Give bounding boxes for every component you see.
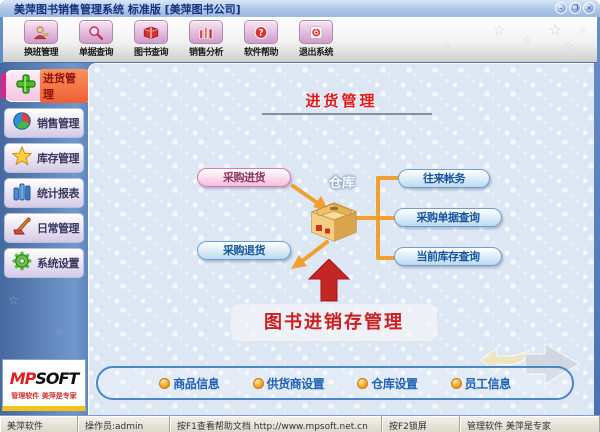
book-icon bbox=[134, 20, 168, 44]
star-decoration: ☆ bbox=[578, 25, 587, 36]
minimize-button[interactable]: – bbox=[555, 2, 567, 14]
title-underline bbox=[262, 113, 432, 115]
sidebar-item-statistics-reports[interactable]: 统计报表 bbox=[4, 178, 84, 208]
status-lock-hint: 按F2锁屏 bbox=[382, 416, 460, 432]
orange-ball-icon bbox=[357, 377, 369, 389]
orange-ball-icon bbox=[252, 377, 264, 389]
orange-ball-icon bbox=[450, 377, 462, 389]
red-up-arrow bbox=[307, 259, 351, 302]
warehouse-label: 仓库 bbox=[328, 176, 355, 191]
pie-chart-icon bbox=[12, 111, 32, 135]
sidebar-item-label: 库存管理 bbox=[37, 152, 80, 165]
status-bar: 美萍软件 操作员:admin 按F1查看帮助文档 http://www.mpso… bbox=[0, 415, 600, 432]
supplier-settings-link[interactable]: 供货商设置 bbox=[252, 375, 325, 392]
star-decoration: ☆ bbox=[443, 41, 452, 51]
sidebar-item-inventory-management[interactable]: 库存管理 bbox=[4, 143, 84, 173]
star-decoration: ☆ bbox=[8, 293, 19, 307]
toolbar-button-software-help[interactable]: ? 软件帮助 bbox=[235, 20, 287, 58]
status-slogan: 管理软件 美萍是专家 bbox=[460, 416, 600, 432]
exit-icon bbox=[299, 20, 333, 44]
sidebar: ☆ ☆ 进货管理 销售管理 bbox=[0, 63, 88, 415]
svg-text:?: ? bbox=[259, 28, 264, 38]
star-decoration: ☆ bbox=[523, 35, 532, 46]
star-decoration: ☆ bbox=[548, 20, 563, 39]
logo-mp-text: MP bbox=[9, 369, 37, 388]
window-title: 美萍图书销售管理系统 标准版 [美萍图书公司] bbox=[14, 2, 241, 16]
sidebar-item-label: 进货管理 bbox=[40, 69, 88, 103]
orange-ball-icon bbox=[159, 377, 171, 389]
status-help-hint: 按F1查看帮助文档 http://www.mpsoft.net.cn bbox=[170, 416, 382, 432]
star-decoration: ☆ bbox=[55, 328, 64, 338]
sidebar-item-label: 统计报表 bbox=[37, 187, 80, 200]
close-button[interactable]: × bbox=[583, 2, 595, 14]
search-icon bbox=[79, 20, 113, 44]
page-title: 进货管理 bbox=[305, 92, 378, 110]
sidebar-item-sales-management[interactable]: 销售管理 bbox=[4, 108, 84, 138]
sidebar-item-label: 系统设置 bbox=[37, 257, 80, 270]
bottom-links-bar: 商品信息 供货商设置 仓库设置 员工信息 bbox=[96, 366, 574, 400]
bars-icon bbox=[12, 181, 32, 205]
toolbar-button-book-query[interactable]: 图书查询 bbox=[125, 20, 177, 58]
main-content: 进货管理 采购进货 采购退货 往来帐务 采购单据查询 当前库存查询 仓库 bbox=[88, 63, 594, 415]
sidebar-item-purchase-management[interactable]: 进货管理 bbox=[1, 69, 88, 103]
sidebar-item-label: 销售管理 bbox=[37, 117, 80, 130]
status-company: 美萍软件 bbox=[0, 416, 78, 432]
toolbar-button-document-query[interactable]: 单据查询 bbox=[70, 20, 122, 58]
purchase-documents-query-button[interactable]: 采购单据查询 bbox=[394, 208, 502, 227]
toolbar: 换班管理 单据查询 图书查询 bbox=[3, 17, 597, 63]
accounts-button[interactable]: 往来帐务 bbox=[398, 169, 490, 188]
star-icon bbox=[11, 145, 33, 170]
employee-info-link[interactable]: 员工信息 bbox=[450, 375, 511, 392]
title-bar: 美萍图书销售管理系统 标准版 [美萍图书公司] – ❐ × bbox=[0, 0, 600, 17]
star-decoration: ☆ bbox=[493, 23, 506, 39]
sidebar-item-system-settings[interactable]: 系统设置 bbox=[4, 248, 84, 278]
diagram-caption: 图书进销存管理 bbox=[231, 304, 437, 341]
toolbar-button-shift-management[interactable]: 换班管理 bbox=[15, 20, 67, 58]
green-cross-icon bbox=[16, 74, 36, 98]
help-icon: ? bbox=[244, 20, 278, 44]
purchase-return-button[interactable]: 采购退货 bbox=[197, 241, 291, 260]
toolbar-button-exit-system[interactable]: 退出系统 bbox=[290, 20, 342, 58]
sidebar-item-label: 日常管理 bbox=[37, 222, 80, 235]
logo-slogan: 管理软件 美萍是专家 bbox=[11, 392, 77, 400]
window-controls: – ❐ × bbox=[555, 2, 595, 14]
warehouse-box-icon[interactable] bbox=[306, 190, 362, 250]
mpsoft-logo: MPSOFT 管理软件 美萍是专家 bbox=[2, 359, 86, 411]
bar-chart-icon bbox=[189, 20, 223, 44]
purchase-in-button[interactable]: 采购进货 bbox=[197, 168, 291, 187]
brush-icon bbox=[12, 216, 32, 240]
warehouse-settings-link[interactable]: 仓库设置 bbox=[357, 375, 418, 392]
user-icon bbox=[24, 20, 58, 44]
gear-icon bbox=[12, 251, 32, 275]
sidebar-item-daily-management[interactable]: 日常管理 bbox=[4, 213, 84, 243]
current-inventory-query-button[interactable]: 当前库存查询 bbox=[394, 247, 502, 266]
product-info-link[interactable]: 商品信息 bbox=[159, 375, 220, 392]
toolbar-button-sales-analysis[interactable]: 销售分析 bbox=[180, 20, 232, 58]
star-decoration: ☆ bbox=[563, 39, 574, 53]
maximize-button[interactable]: ❐ bbox=[569, 2, 581, 14]
logo-soft-text: SOFT bbox=[35, 369, 79, 388]
status-operator: 操作员:admin bbox=[78, 416, 170, 432]
